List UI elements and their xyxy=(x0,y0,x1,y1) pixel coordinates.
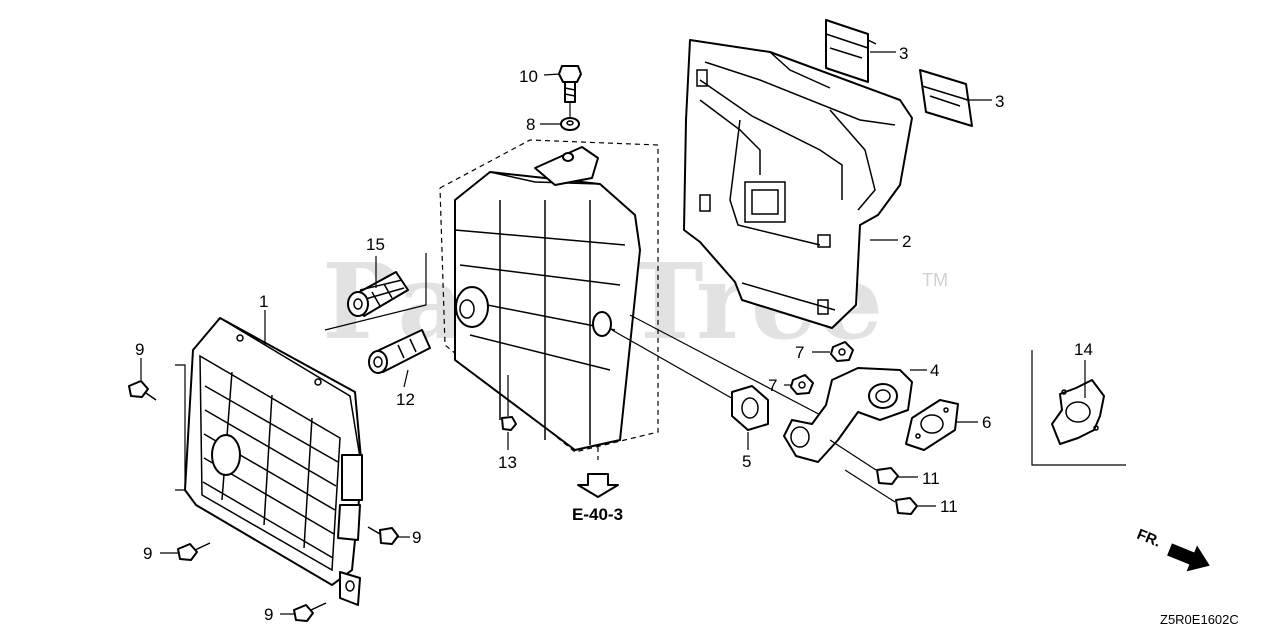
callout-3-lower: 3 xyxy=(995,92,1004,111)
part-9-bolt-a xyxy=(128,380,157,401)
callout-7-upper: 7 xyxy=(795,343,804,362)
diagram-code: Z5R0E1602C xyxy=(1160,612,1239,627)
part-14-gasket xyxy=(1051,379,1105,445)
callout-7-lower: 7 xyxy=(768,376,777,395)
part-9-bolt-c xyxy=(177,542,211,561)
part-14-bracket xyxy=(1031,350,1126,466)
callout-9-a: 9 xyxy=(135,340,144,359)
part-muffler-body xyxy=(454,146,641,451)
callout-4: 4 xyxy=(930,361,939,380)
part-7-nut-lower xyxy=(790,374,814,395)
part-1-cover xyxy=(184,317,363,606)
callout-1: 1 xyxy=(259,292,268,311)
exhaust-axis-line-2 xyxy=(629,314,831,421)
part-4-exhaust-pipe xyxy=(783,367,913,463)
part-11-bolt-upper xyxy=(829,439,899,485)
part-7-nut-upper xyxy=(830,341,854,362)
part-5-gasket xyxy=(731,385,769,431)
callout-13: 13 xyxy=(498,453,517,472)
leader-10 xyxy=(543,73,561,76)
part-11-bolt-lower xyxy=(844,469,918,515)
callout-9-c: 9 xyxy=(143,544,152,563)
front-direction-label: FR. xyxy=(1134,526,1163,551)
reference-arrow xyxy=(577,473,619,498)
part-15-bracket xyxy=(324,253,427,331)
callout-3-upper: 3 xyxy=(899,44,908,63)
part-3-shield-lower xyxy=(919,69,973,127)
part-13-bolt xyxy=(501,375,517,431)
leader-12 xyxy=(403,369,409,388)
watermark-trademark: TM xyxy=(922,270,948,290)
part-6-gasket xyxy=(905,399,959,451)
exhaust-axis-line xyxy=(611,329,736,401)
part-12-tailpipe xyxy=(368,329,431,374)
part-15-screen xyxy=(347,271,409,317)
callout-14: 14 xyxy=(1074,340,1093,359)
callout-9-d: 9 xyxy=(264,605,273,624)
front-direction-indicator: FR. xyxy=(1134,526,1210,572)
reference-label: E-40-3 xyxy=(572,505,623,524)
part-1-bracket xyxy=(175,364,186,491)
part-3-shield-upper xyxy=(825,19,877,83)
callout-5: 5 xyxy=(742,452,751,471)
callout-11-lower: 11 xyxy=(940,497,958,516)
callout-15: 15 xyxy=(366,235,385,254)
front-arrow-icon xyxy=(1167,543,1210,572)
callout-11-upper: 11 xyxy=(922,469,940,488)
assembly-outline xyxy=(439,139,659,453)
callout-6: 6 xyxy=(982,413,991,432)
part-2-protector xyxy=(683,39,913,329)
part-9-bolt-b xyxy=(367,526,399,545)
callout-8: 8 xyxy=(526,115,535,134)
callout-2: 2 xyxy=(902,232,911,251)
callout-10: 10 xyxy=(519,67,538,86)
part-10-bolt xyxy=(558,65,582,103)
callout-9-b: 9 xyxy=(412,528,421,547)
part-9-bolt-d xyxy=(293,602,327,622)
callout-12: 12 xyxy=(396,390,415,409)
part-8-washer xyxy=(560,117,580,131)
